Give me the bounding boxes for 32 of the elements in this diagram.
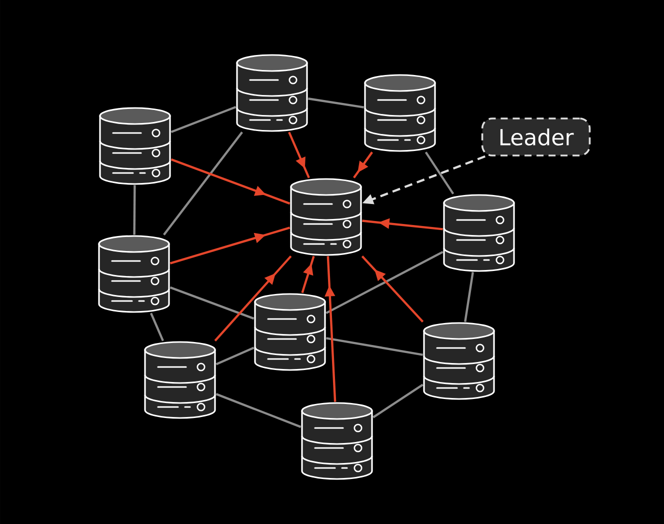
arrow (301, 256, 315, 294)
database-icon (98, 235, 170, 313)
connector-line (424, 152, 454, 194)
connector-line (133, 185, 136, 235)
database-icon (443, 194, 515, 272)
database-icon (301, 402, 373, 480)
database-icon (99, 107, 171, 185)
arrow (170, 226, 290, 264)
connector-line (326, 337, 423, 356)
arrow (361, 255, 424, 323)
connector-line (216, 393, 302, 428)
connector-line (372, 384, 424, 418)
arrow (353, 152, 373, 178)
connector-line (170, 106, 236, 134)
connector-line (170, 286, 254, 320)
database-icon (290, 178, 362, 256)
connector-line (308, 98, 364, 108)
connector-line (216, 346, 254, 366)
database-icon (423, 322, 495, 400)
database-icon (364, 74, 436, 152)
connector-line (163, 132, 243, 236)
label-box: Leader (481, 118, 591, 156)
database-icon (144, 341, 216, 419)
arrow (324, 256, 336, 402)
arrow (288, 132, 310, 178)
database-icon (254, 293, 326, 371)
connector-line (464, 272, 474, 322)
connector-line (326, 250, 444, 314)
arrow (170, 158, 290, 205)
database-icon (236, 54, 308, 132)
connector-line (150, 312, 164, 342)
arrow (214, 255, 292, 342)
